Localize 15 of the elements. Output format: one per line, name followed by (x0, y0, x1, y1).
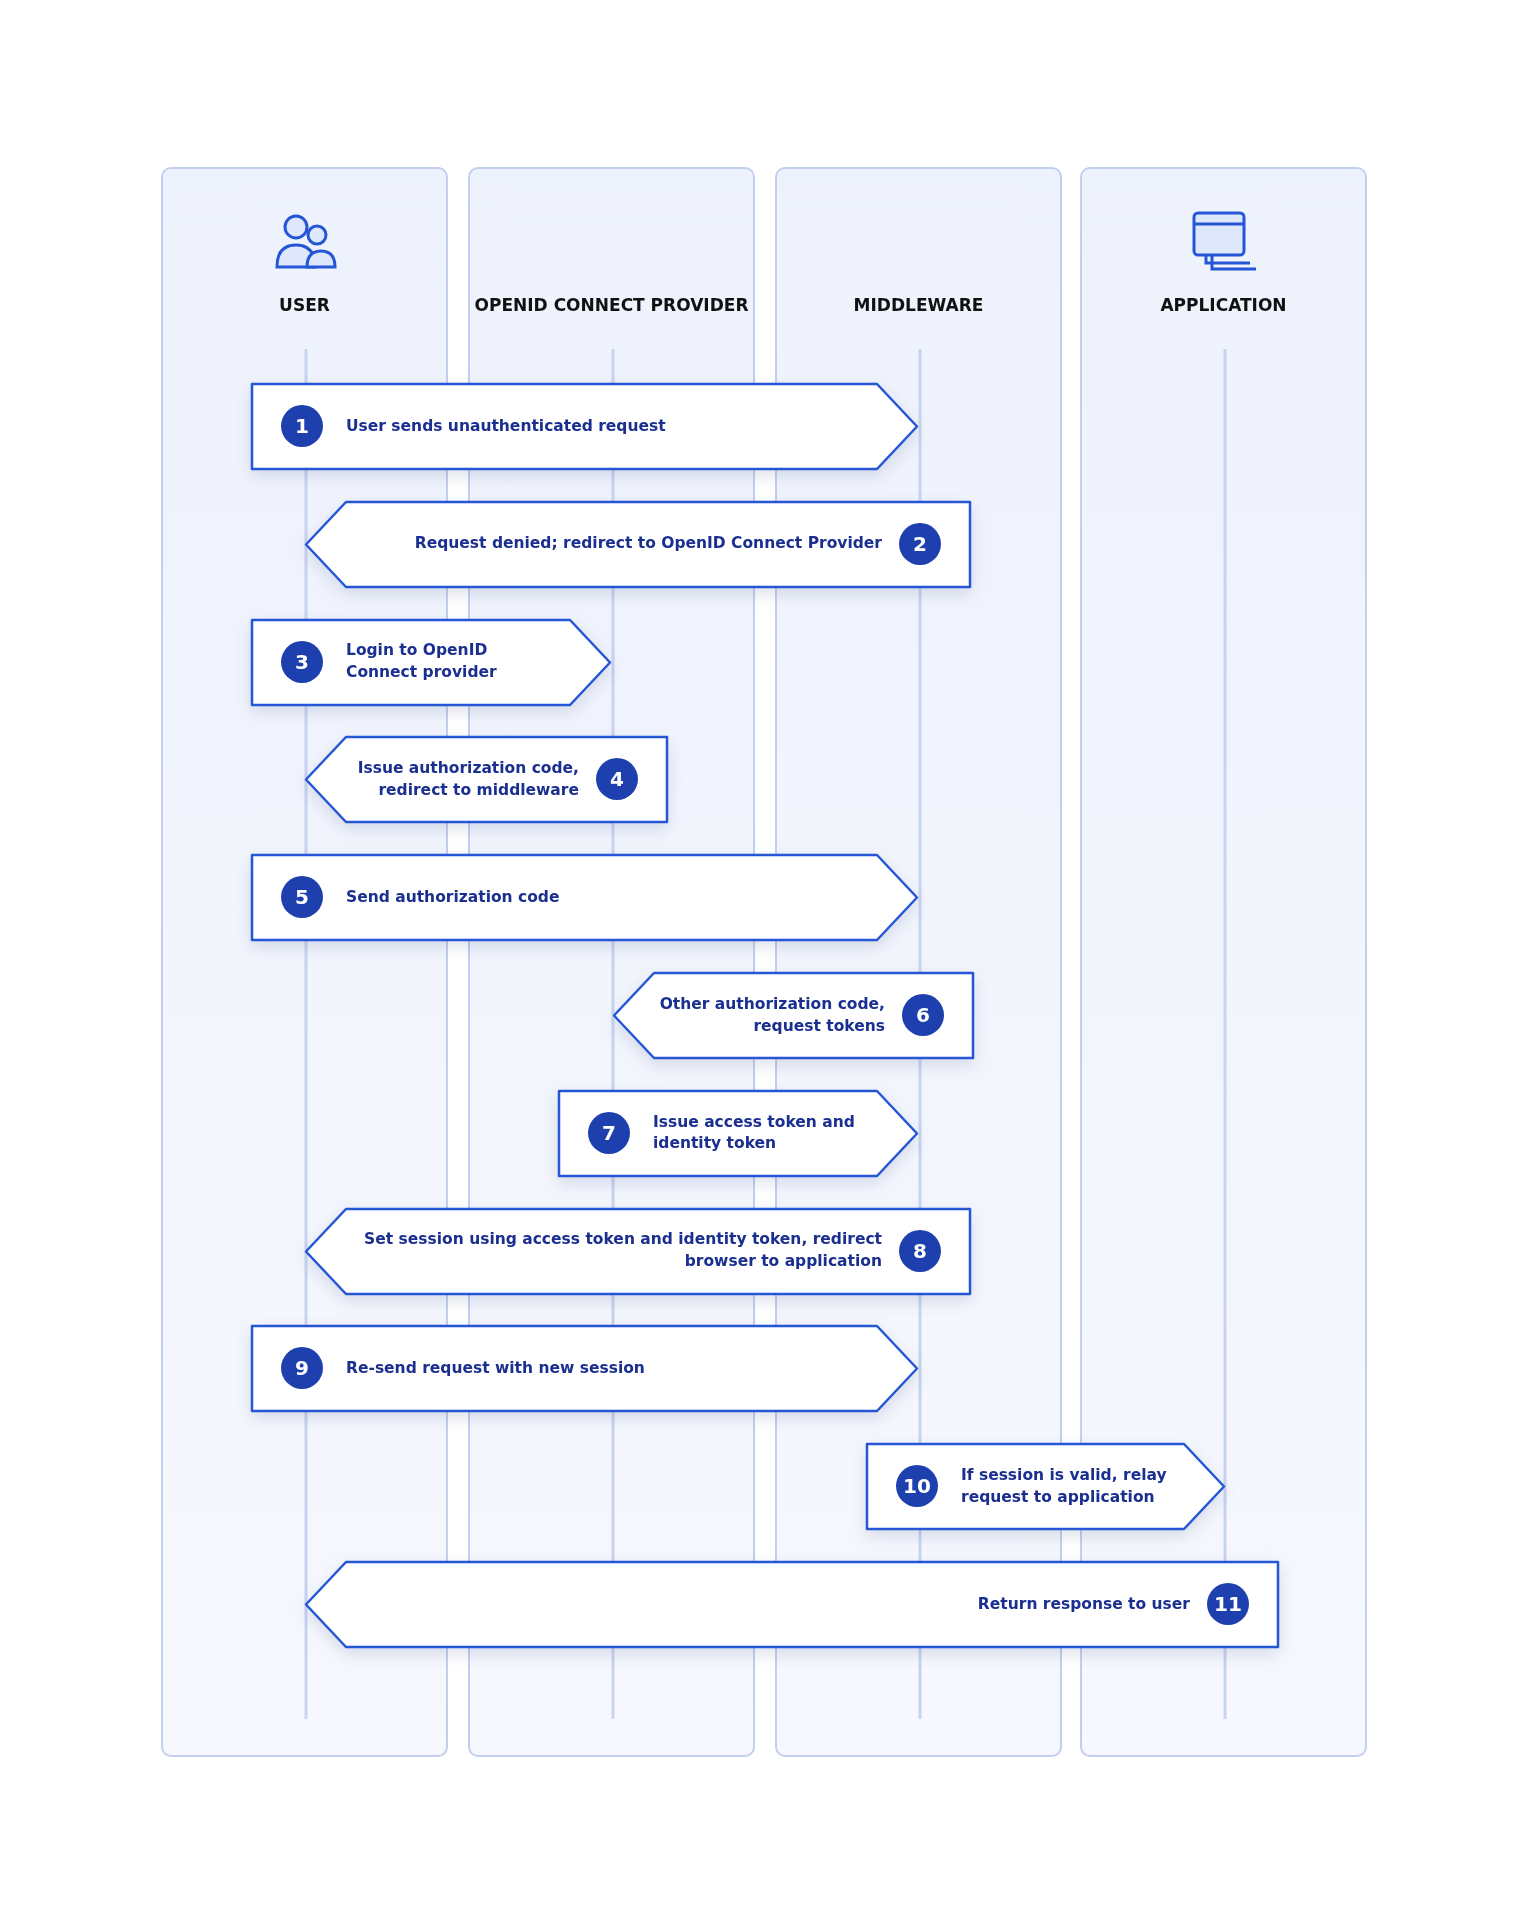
step-message: If session is valid, relay request to application (961, 1465, 1168, 1508)
step-message: Re-send request with new session (346, 1358, 645, 1380)
lane-title: MIDDLEWARE (852, 295, 985, 315)
lane-title: OPENID CONNECT PROVIDER (473, 295, 750, 315)
lane-title: USER (278, 295, 331, 315)
step-message: Request denied; redirect to OpenID Connect Provider (414, 533, 882, 555)
step-message: User sends unauthenticated request (346, 415, 666, 437)
step-message: Other authorization code, request tokens (658, 993, 885, 1037)
step-message: Set session using access token and identity token, redirect browser to application (363, 1229, 882, 1273)
step-message: Login to OpenID Connect provider (346, 640, 498, 684)
step-message: Issue authorization code, redirect to middleware (356, 758, 579, 801)
step-message: Send authorization code (346, 886, 560, 908)
step-message: Issue access token and identity token (653, 1111, 856, 1155)
step-message: Return response to user (977, 1593, 1190, 1615)
lane-title: APPLICATION (1159, 295, 1288, 315)
